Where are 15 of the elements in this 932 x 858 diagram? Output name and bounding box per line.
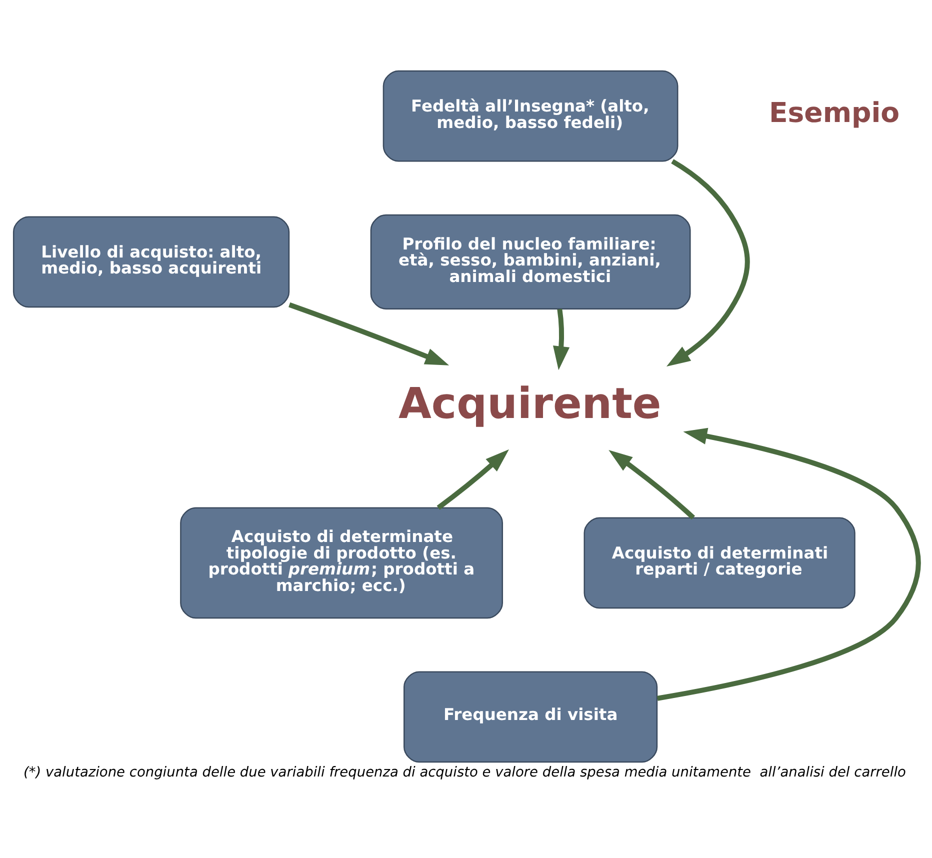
- node-box: Frequenza di visita: [404, 671, 658, 763]
- caption: (*) valutazione congiunta delle due variabili frequenza di acquisto e valore della spesa media unitamente all’analisi del carrello: [24, 764, 906, 781]
- arrow: [553, 308, 570, 370]
- node-box: Profilo del nucleo familiare: età, sesso, bambini, anziani, animali domestici: [370, 214, 691, 310]
- arrow: [656, 428, 921, 701]
- arrow: [608, 450, 696, 520]
- node-box: Fedeltà all’Insegna* (alto, medio, basso fedeli): [382, 70, 678, 162]
- arrow: [436, 449, 510, 510]
- node-box: Acquisto di determinate tipologie di prodotto (es. prodotti premium; prodotti a marchio; ecc.): [180, 507, 504, 619]
- arrow: [288, 302, 450, 366]
- node-text: Acquirente: [398, 380, 662, 429]
- node-box: Acquisto di determinati reparti / categorie: [584, 517, 856, 609]
- label: Esempio: [769, 96, 900, 129]
- arrow: [666, 159, 750, 366]
- node-box: Livello di acquisto: alto, medio, basso acquirenti: [12, 216, 290, 308]
